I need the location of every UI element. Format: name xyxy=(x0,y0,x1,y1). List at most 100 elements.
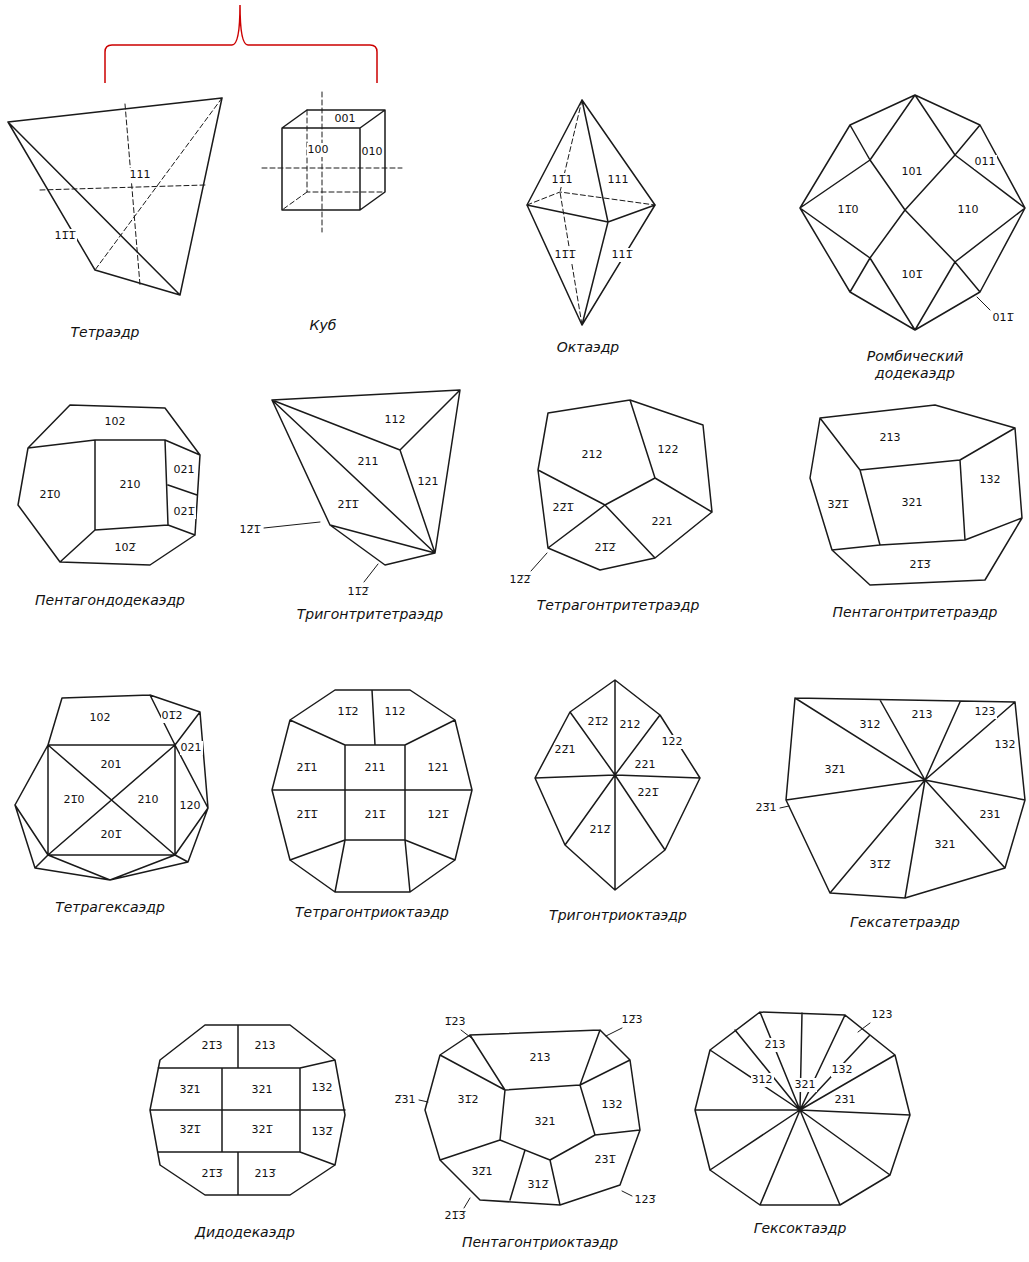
tetrahexahedron xyxy=(15,695,208,880)
face-index: 312̅ xyxy=(527,1178,550,1192)
face-index: 321 xyxy=(794,1078,817,1092)
cube xyxy=(262,92,402,232)
face-index: 32̅1 xyxy=(179,1083,202,1097)
pentagontritetrahedron xyxy=(810,405,1022,585)
face-index: 231̅ xyxy=(594,1153,617,1167)
face-index: 132 xyxy=(601,1098,624,1112)
face-index: 132 xyxy=(831,1063,854,1077)
face-index: 122 xyxy=(661,735,684,749)
form-name: Ромбический додекаэдр xyxy=(850,348,980,382)
face-index: 101 xyxy=(901,165,924,179)
face-index: 211 xyxy=(364,761,387,775)
face-index: 312 xyxy=(859,718,882,732)
face-index: 21̅3̅ xyxy=(909,558,932,572)
face-index: 12̅1̅ xyxy=(239,523,262,537)
face-index: 321 xyxy=(901,496,924,510)
form-name: Тригонтриоктаэдр xyxy=(549,907,687,924)
face-index: 132 xyxy=(311,1081,334,1095)
face-index: 102̅ xyxy=(114,541,137,555)
octahedron xyxy=(527,100,655,325)
face-index: 21̅2̅ xyxy=(594,541,617,555)
face-index: 213 xyxy=(911,708,934,722)
face-index: 321 xyxy=(534,1115,557,1129)
face-index: 120 xyxy=(179,799,202,813)
face-index: 111̅ xyxy=(611,248,634,262)
face-index: 1̅23 xyxy=(444,1015,467,1029)
pentagondodecahedron xyxy=(18,405,200,565)
trigontritetrahedron xyxy=(264,390,460,582)
face-index: 221 xyxy=(651,515,674,529)
face-index: 11̅1̅ xyxy=(54,229,77,243)
red-bracket xyxy=(105,5,377,83)
face-index: 221̅ xyxy=(637,786,660,800)
face-index: 011̅ xyxy=(992,311,1015,325)
face-index: 12̅3 xyxy=(621,1013,644,1027)
face-index: 132 xyxy=(979,473,1002,487)
face-index: 102 xyxy=(89,711,112,725)
face-index: 31̅2̅ xyxy=(869,858,892,872)
face-index: 212 xyxy=(619,718,642,732)
face-index: 123 xyxy=(871,1008,894,1022)
face-index: 210 xyxy=(137,793,160,807)
face-index: 121̅ xyxy=(427,808,450,822)
tetragontrioctahedron xyxy=(272,690,472,892)
form-name: Тригонтритетраэдр xyxy=(297,606,443,623)
face-index: 231 xyxy=(979,808,1002,822)
form-name: Гексоктаэдр xyxy=(754,1220,847,1237)
face-index: 312 xyxy=(751,1073,774,1087)
face-index: 210 xyxy=(119,478,142,492)
face-index: 21̅3̅ xyxy=(201,1167,224,1181)
face-index: 213 xyxy=(254,1039,277,1053)
face-index: 221 xyxy=(634,758,657,772)
face-index: 211̅ xyxy=(364,808,387,822)
form-name: Пентагондодекаэдр xyxy=(35,592,185,609)
face-index: 121 xyxy=(417,475,440,489)
face-index: 021̅ xyxy=(173,505,196,519)
face-index: 231 xyxy=(834,1093,857,1107)
face-index: 2̅31 xyxy=(394,1093,417,1107)
face-index: 010 xyxy=(361,145,384,159)
rhombic-dodecahedron xyxy=(800,95,1025,330)
trigontrioctahedron xyxy=(535,680,700,890)
form-name: Октаэдр xyxy=(557,339,619,356)
face-index: 32̅1̅ xyxy=(179,1123,202,1137)
face-index: 121 xyxy=(427,761,450,775)
face-index: 111 xyxy=(607,173,630,187)
face-index: 123̅ xyxy=(634,1193,657,1207)
face-index: 11̅1 xyxy=(551,173,574,187)
form-name: Тетрагонтриоктаэдр xyxy=(295,904,449,921)
hexoctahedron xyxy=(695,1012,910,1205)
face-index: 321 xyxy=(934,838,957,852)
form-name: Куб xyxy=(310,317,337,334)
face-index: 212̅ xyxy=(589,823,612,837)
face-index: 211 xyxy=(357,455,380,469)
face-index: 213 xyxy=(529,1051,552,1065)
face-index: 32̅1 xyxy=(471,1165,494,1179)
face-index: 11̅2 xyxy=(337,705,360,719)
face-index: 132̅ xyxy=(311,1125,334,1139)
face-index: 001 xyxy=(334,112,357,126)
face-index: 100 xyxy=(307,143,330,157)
face-index: 011 xyxy=(974,155,997,169)
face-index: 201 xyxy=(100,758,123,772)
face-index: 11̅1̅ xyxy=(554,248,577,262)
face-index: 021 xyxy=(173,463,196,477)
face-index: 123 xyxy=(974,705,997,719)
face-index: 23̅1 xyxy=(755,801,778,815)
form-name: Пентагонтриоктаэдр xyxy=(462,1234,618,1251)
face-index: 21̅3̅ xyxy=(444,1209,467,1223)
face-index: 122 xyxy=(657,443,680,457)
face-index: 21̅1̅ xyxy=(296,808,319,822)
face-index: 321̅ xyxy=(251,1123,274,1137)
pentagontrioctahedron xyxy=(419,1028,640,1208)
face-index: 321 xyxy=(251,1083,274,1097)
face-index: 21̅3 xyxy=(201,1039,224,1053)
form-name: Тетрагонтритетраэдр xyxy=(537,597,700,614)
face-index: 32̅1̅ xyxy=(827,498,850,512)
face-index: 021 xyxy=(180,741,203,755)
form-name: Гексатетраэдр xyxy=(850,914,960,931)
tetrahedron xyxy=(8,98,222,295)
face-index: 21̅2 xyxy=(587,715,610,729)
